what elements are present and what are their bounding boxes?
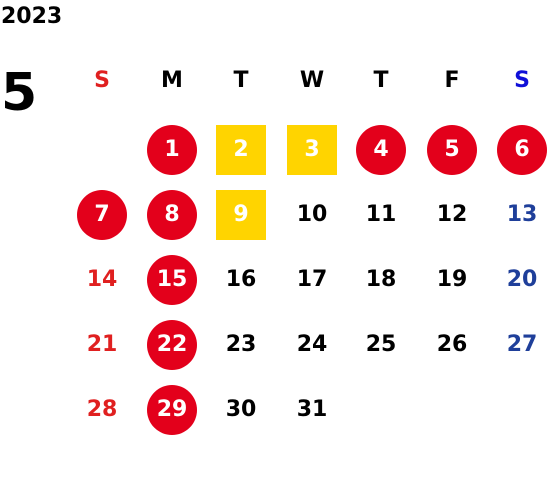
day-cell[interactable]: 28 <box>77 385 127 435</box>
weekday-label: T <box>233 68 249 93</box>
day-number: 4 <box>373 137 389 162</box>
day-number: 15 <box>156 267 188 292</box>
day-cell[interactable]: 16 <box>216 255 266 305</box>
day-number: 31 <box>296 397 328 422</box>
day-cell[interactable]: 12 <box>427 190 477 240</box>
day-cell[interactable]: 30 <box>216 385 266 435</box>
weekday-label: S <box>94 68 110 93</box>
day-cell-holiday[interactable]: 1 <box>147 125 197 175</box>
day-number: 7 <box>94 202 110 227</box>
day-number: 14 <box>86 267 118 292</box>
day-cell-holiday[interactable]: 7 <box>77 190 127 240</box>
day-number: 13 <box>506 202 538 227</box>
day-cell-highlighted[interactable]: 3 <box>287 125 337 175</box>
day-cell[interactable]: 24 <box>287 320 337 370</box>
day-number: 2 <box>233 137 249 162</box>
day-cell[interactable]: 13 <box>497 190 547 240</box>
day-cell-holiday[interactable]: 15 <box>147 255 197 305</box>
day-number: 29 <box>156 397 188 422</box>
day-cell[interactable]: 20 <box>497 255 547 305</box>
weekday-label: S <box>514 68 530 93</box>
weekday-label: F <box>444 68 460 93</box>
day-number: 11 <box>365 202 397 227</box>
day-number: 25 <box>365 332 397 357</box>
day-number: 26 <box>436 332 468 357</box>
day-cell-highlighted[interactable]: 9 <box>216 190 266 240</box>
day-number: 8 <box>164 202 180 227</box>
weekday-label: W <box>299 68 325 93</box>
weekday-label: M <box>161 68 183 93</box>
day-number: 19 <box>436 267 468 292</box>
day-number: 5 <box>444 137 460 162</box>
day-cell-holiday[interactable]: 8 <box>147 190 197 240</box>
day-number: 10 <box>296 202 328 227</box>
day-cell[interactable]: 14 <box>77 255 127 305</box>
day-number: 22 <box>156 332 188 357</box>
calendar-month-number: 5 <box>1 63 38 123</box>
day-cell[interactable]: 31 <box>287 385 337 435</box>
day-number: 9 <box>233 202 249 227</box>
day-cell[interactable]: 26 <box>427 320 477 370</box>
day-cell[interactable]: 17 <box>287 255 337 305</box>
day-cell[interactable]: 18 <box>356 255 406 305</box>
calendar-year: 2023 <box>1 4 63 29</box>
day-cell[interactable]: 23 <box>216 320 266 370</box>
day-cell-holiday[interactable]: 6 <box>497 125 547 175</box>
day-number: 28 <box>86 397 118 422</box>
day-number: 17 <box>296 267 328 292</box>
day-number: 24 <box>296 332 328 357</box>
day-number: 6 <box>514 137 530 162</box>
day-number: 18 <box>365 267 397 292</box>
day-number: 16 <box>225 267 257 292</box>
day-cell-holiday[interactable]: 4 <box>356 125 406 175</box>
day-cell-holiday[interactable]: 22 <box>147 320 197 370</box>
day-number: 3 <box>304 137 320 162</box>
day-cell[interactable]: 10 <box>287 190 337 240</box>
day-number: 20 <box>506 267 538 292</box>
day-number: 21 <box>86 332 118 357</box>
day-cell-holiday[interactable]: 29 <box>147 385 197 435</box>
day-cell-highlighted[interactable]: 2 <box>216 125 266 175</box>
weekday-label: T <box>373 68 389 93</box>
day-cell[interactable]: 25 <box>356 320 406 370</box>
day-cell-holiday[interactable]: 5 <box>427 125 477 175</box>
day-cell[interactable]: 27 <box>497 320 547 370</box>
day-cell[interactable]: 21 <box>77 320 127 370</box>
day-number: 27 <box>506 332 538 357</box>
day-cell[interactable]: 11 <box>356 190 406 240</box>
day-number: 1 <box>164 137 180 162</box>
day-number: 12 <box>436 202 468 227</box>
day-number: 23 <box>225 332 257 357</box>
day-number: 30 <box>225 397 257 422</box>
day-cell[interactable]: 19 <box>427 255 477 305</box>
